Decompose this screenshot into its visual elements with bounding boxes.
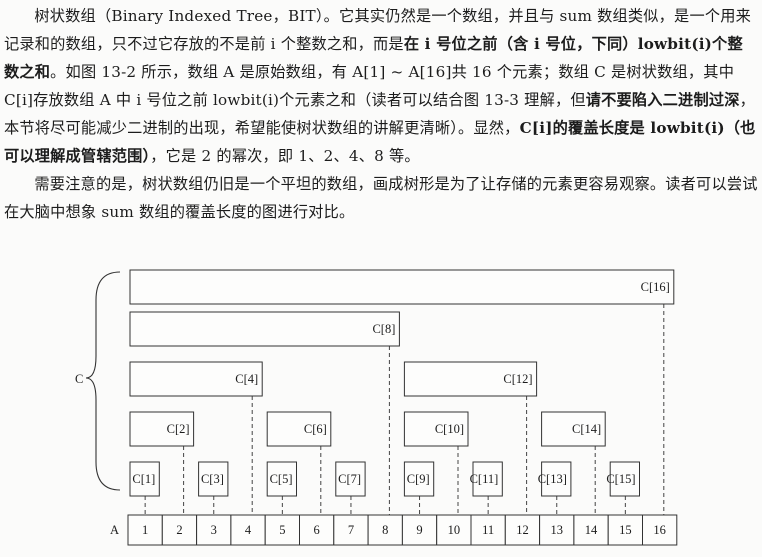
tree-node-box bbox=[129, 411, 195, 447]
paragraph-2: 需要注意的是，树状数组仍旧是一个平坦的数组，画成树形是为了让存储的元素更容易观察… bbox=[4, 170, 758, 226]
tree-node-label: C[8] bbox=[372, 322, 395, 336]
tree-node-label: C[16] bbox=[641, 280, 670, 294]
array-c-label: C bbox=[75, 372, 83, 386]
tree-node-box bbox=[541, 461, 572, 497]
tree-node-label: C[14] bbox=[572, 422, 601, 436]
bold-text: 在 i 号位之前（含 i 号位，下同）lowbit(i)个整数之和 bbox=[4, 35, 743, 81]
array-index: 12 bbox=[516, 523, 529, 537]
array-index: 15 bbox=[619, 523, 632, 537]
array-cell bbox=[230, 514, 266, 546]
text-run: ，它是 2 的幂次，即 1、2、4、8 等。 bbox=[150, 147, 420, 165]
tree-node-box bbox=[266, 461, 298, 497]
array-index: 9 bbox=[416, 523, 422, 537]
tree-node-label: C[9] bbox=[407, 472, 430, 486]
curly-brace-icon bbox=[85, 271, 121, 491]
array-index: 8 bbox=[382, 523, 388, 537]
tree-node-box bbox=[403, 461, 435, 497]
tree-node-label: C[12] bbox=[503, 372, 532, 386]
array-cell bbox=[264, 514, 301, 546]
array-cell bbox=[367, 514, 403, 546]
array-index: 4 bbox=[245, 523, 252, 537]
body-text: 树状数组（Binary Indexed Tree，BIT）。它其实仍然是一个数组… bbox=[4, 2, 758, 226]
array-index: 16 bbox=[653, 523, 666, 537]
tree-node-box bbox=[266, 411, 332, 447]
bold-text: C[i]的覆盖长度是 lowbit(i)（也可以理解成管辖范围） bbox=[4, 119, 756, 165]
tree-node-label: C[10] bbox=[435, 422, 464, 436]
tree-node-label: C[3] bbox=[201, 472, 224, 486]
tree-node-box bbox=[403, 361, 538, 397]
tree-node-label: C[15] bbox=[606, 472, 635, 486]
tree-node-label: C[13] bbox=[538, 472, 567, 486]
paragraph-1: 树状数组（Binary Indexed Tree，BIT）。它其实仍然是一个数组… bbox=[4, 2, 758, 170]
tree-node-label: C[2] bbox=[167, 422, 190, 436]
text-run: ，本节将尽可能减少二进制的出现，希望能使树状数组的讲解更清晰）。显然， bbox=[4, 91, 755, 137]
array-index: 10 bbox=[448, 523, 461, 537]
text-run: 树状数组（Binary Indexed Tree，BIT）。它其实仍然是一个数组… bbox=[4, 7, 751, 53]
tree-node-box bbox=[335, 461, 366, 497]
bold-text: 请不要陷入二进制过深 bbox=[585, 91, 740, 109]
text-run: 需要注意的是，树状数组仍旧是一个平坦的数组，画成树形是为了让存储的元素更容易观察… bbox=[4, 175, 758, 221]
tree-node-label: C[4] bbox=[235, 372, 258, 386]
tree-node-box bbox=[472, 461, 503, 497]
tree-node-label: C[7] bbox=[338, 472, 361, 486]
array-cell bbox=[333, 514, 369, 546]
tree-node-label: C[5] bbox=[270, 472, 293, 486]
tree-nodes: C[1] C[2] C[3] C[4] C[5] C[6] C[7] C[8] C[9] C[10… bbox=[129, 269, 675, 497]
array-cell bbox=[299, 514, 335, 546]
tree-node-box bbox=[129, 461, 160, 497]
array-index: 11 bbox=[482, 523, 494, 537]
tree-node-box bbox=[403, 411, 469, 447]
array-index: 6 bbox=[314, 523, 320, 537]
array-cell bbox=[127, 514, 163, 546]
array-index: 14 bbox=[585, 523, 598, 537]
tree-node-box bbox=[198, 461, 229, 497]
array-cell bbox=[436, 514, 472, 546]
tree-node-label: C[11] bbox=[470, 472, 499, 486]
tree-node-box bbox=[129, 311, 400, 347]
array-index: 1 bbox=[142, 523, 148, 537]
array-index: 2 bbox=[176, 523, 182, 537]
tree-node-box bbox=[541, 411, 606, 447]
array-index: 7 bbox=[348, 523, 354, 537]
array-index: 5 bbox=[279, 523, 285, 537]
tree-node-box bbox=[609, 461, 641, 497]
text-run: 。如图 13-2 所示，数组 A 是原始数组，有 A[1] ~ A[16]共 1… bbox=[4, 63, 735, 109]
tree-node-label: C[1] bbox=[132, 472, 155, 486]
array-cell bbox=[401, 514, 438, 546]
array-cell bbox=[642, 514, 678, 546]
array-a-label: A bbox=[110, 523, 119, 537]
tree-node-box bbox=[129, 361, 263, 397]
array-cell bbox=[539, 514, 575, 546]
tree-node-label: C[6] bbox=[304, 422, 327, 436]
array-index: 13 bbox=[551, 523, 564, 537]
array-index: 3 bbox=[211, 523, 217, 537]
tree-node-box bbox=[129, 269, 675, 305]
dashed-guides bbox=[144, 304, 665, 515]
